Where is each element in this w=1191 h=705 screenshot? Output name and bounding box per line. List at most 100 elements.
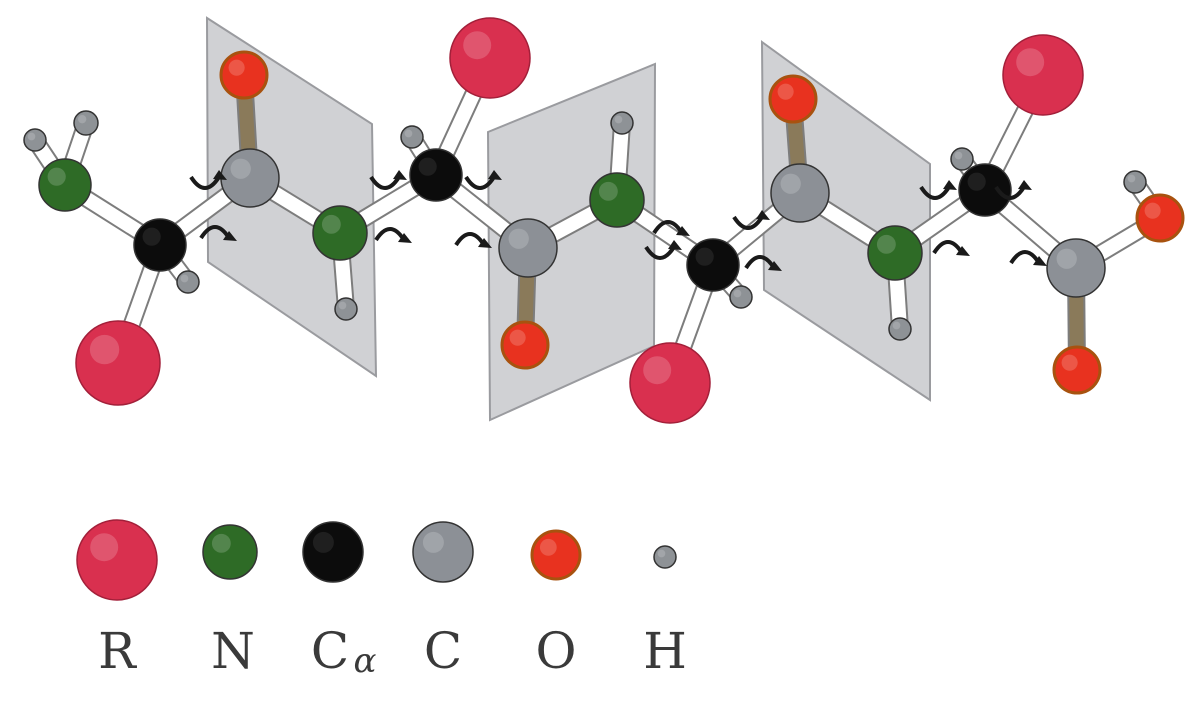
atom-ca4 <box>958 163 1012 217</box>
atom-r3-highlight <box>643 356 672 385</box>
atom-r3 <box>629 342 711 424</box>
atom-h2 <box>73 110 99 136</box>
legend-atom-ca <box>302 521 364 583</box>
atom-h9-highlight <box>954 151 963 160</box>
legend-label-h: H <box>643 622 687 680</box>
legend-atom-n <box>202 524 258 580</box>
atom-o5 <box>1135 193 1185 243</box>
rotation-arrow-4 <box>374 227 406 242</box>
legend-label-n: N <box>211 622 255 680</box>
atom-o2 <box>500 320 550 370</box>
rotation-arrowhead-6 <box>478 238 492 248</box>
legend: R N C α C O H <box>76 519 687 681</box>
rotation-arrowhead-2 <box>223 231 237 241</box>
atom-o2-highlight <box>509 329 526 346</box>
atom-h4-highlight <box>338 301 347 310</box>
atom-r4 <box>1002 34 1084 116</box>
rotation-arrow-5 <box>464 175 496 190</box>
legend-atom-o-highlight <box>539 538 557 556</box>
atom-n3 <box>589 172 645 228</box>
atom-o4-highlight <box>1061 354 1078 371</box>
atoms <box>23 17 1185 424</box>
atom-r1 <box>75 320 161 406</box>
rotation-arrowhead-10 <box>768 261 782 271</box>
atom-o3 <box>768 74 818 124</box>
atom-c1 <box>220 148 280 208</box>
legend-atom-n-highlight <box>211 533 231 553</box>
legend-label-r: R <box>98 622 137 680</box>
rotation-arrowhead-14 <box>1033 256 1047 266</box>
rotation-arrow-1 <box>189 175 221 190</box>
rotation-arrow-11 <box>919 185 951 200</box>
atom-o5-highlight <box>1144 202 1161 219</box>
legend-atom-h-highlight <box>657 549 666 558</box>
legend-atom-ca-highlight <box>312 531 334 553</box>
atom-c2 <box>498 218 558 278</box>
atom-r4-highlight <box>1016 48 1045 77</box>
atom-ca1-highlight <box>142 227 161 246</box>
rotation-arrows <box>189 170 1047 271</box>
atom-o1-highlight <box>228 59 245 76</box>
atom-n1 <box>38 158 92 212</box>
atom-c2-highlight <box>508 228 529 249</box>
atom-c4-highlight <box>1056 248 1077 269</box>
rotation-arrow-14 <box>1009 250 1041 265</box>
atom-h5 <box>400 125 424 149</box>
legend-atom-r <box>76 519 158 601</box>
rotation-arrowhead-11 <box>943 180 957 190</box>
atom-h7-highlight <box>733 289 742 298</box>
atom-h2-highlight <box>77 114 87 124</box>
legend-atom-r-highlight <box>90 533 119 562</box>
rotation-arrowhead-7 <box>668 240 682 250</box>
atom-n1-highlight <box>47 167 66 186</box>
atom-h9 <box>950 147 974 171</box>
atom-h7 <box>729 285 753 309</box>
atom-n2 <box>312 205 368 261</box>
atom-h10-highlight <box>1127 174 1136 183</box>
atom-r2-highlight <box>463 31 492 60</box>
atom-h6 <box>610 111 634 135</box>
atom-h3-highlight <box>180 274 189 283</box>
atom-o3-highlight <box>777 83 794 100</box>
legend-atom-c-highlight <box>422 531 444 553</box>
rotation-arrowhead-9 <box>756 210 770 220</box>
legend-atoms <box>76 519 677 601</box>
atom-c4 <box>1046 238 1106 298</box>
rotation-arrowhead-4 <box>398 233 412 243</box>
atom-h1 <box>23 128 47 152</box>
rotation-arrow-3 <box>369 175 401 190</box>
atom-ca3 <box>686 238 740 292</box>
atom-h6-highlight <box>614 115 623 124</box>
legend-atom-o <box>530 529 582 581</box>
atom-ca1 <box>133 218 187 272</box>
atom-h8-highlight <box>892 321 901 330</box>
rotation-arrow-6 <box>454 232 486 247</box>
atom-c3 <box>770 163 830 223</box>
atom-ca2 <box>409 148 463 202</box>
legend-label-o: O <box>536 622 577 680</box>
rotation-arrow-9 <box>732 215 764 230</box>
rotation-arrowhead-8 <box>676 226 690 236</box>
rotation-arrow-13 <box>994 185 1026 200</box>
atom-n4-highlight <box>876 234 896 254</box>
rotation-arrow-12 <box>932 240 964 255</box>
rotation-arrowhead-3 <box>393 170 407 180</box>
atom-ca4-highlight <box>967 172 986 191</box>
atom-o1 <box>219 50 269 100</box>
atom-c3-highlight <box>780 173 801 194</box>
rotation-arrowhead-12 <box>956 246 970 256</box>
legend-label-calpha: C <box>311 622 349 680</box>
legend-atom-c <box>412 521 474 583</box>
atom-h5-highlight <box>404 129 413 138</box>
legend-label-c: C <box>424 622 462 680</box>
legend-label-calpha-sub: α <box>354 641 377 681</box>
atom-ca3-highlight <box>695 247 714 266</box>
atom-h4 <box>334 297 358 321</box>
atom-h1-highlight <box>27 132 36 141</box>
atom-r1-highlight <box>89 334 120 365</box>
rotation-arrowhead-1 <box>213 170 227 180</box>
atom-r2 <box>449 17 531 99</box>
atom-o4 <box>1052 345 1102 395</box>
atom-h3 <box>176 270 200 294</box>
